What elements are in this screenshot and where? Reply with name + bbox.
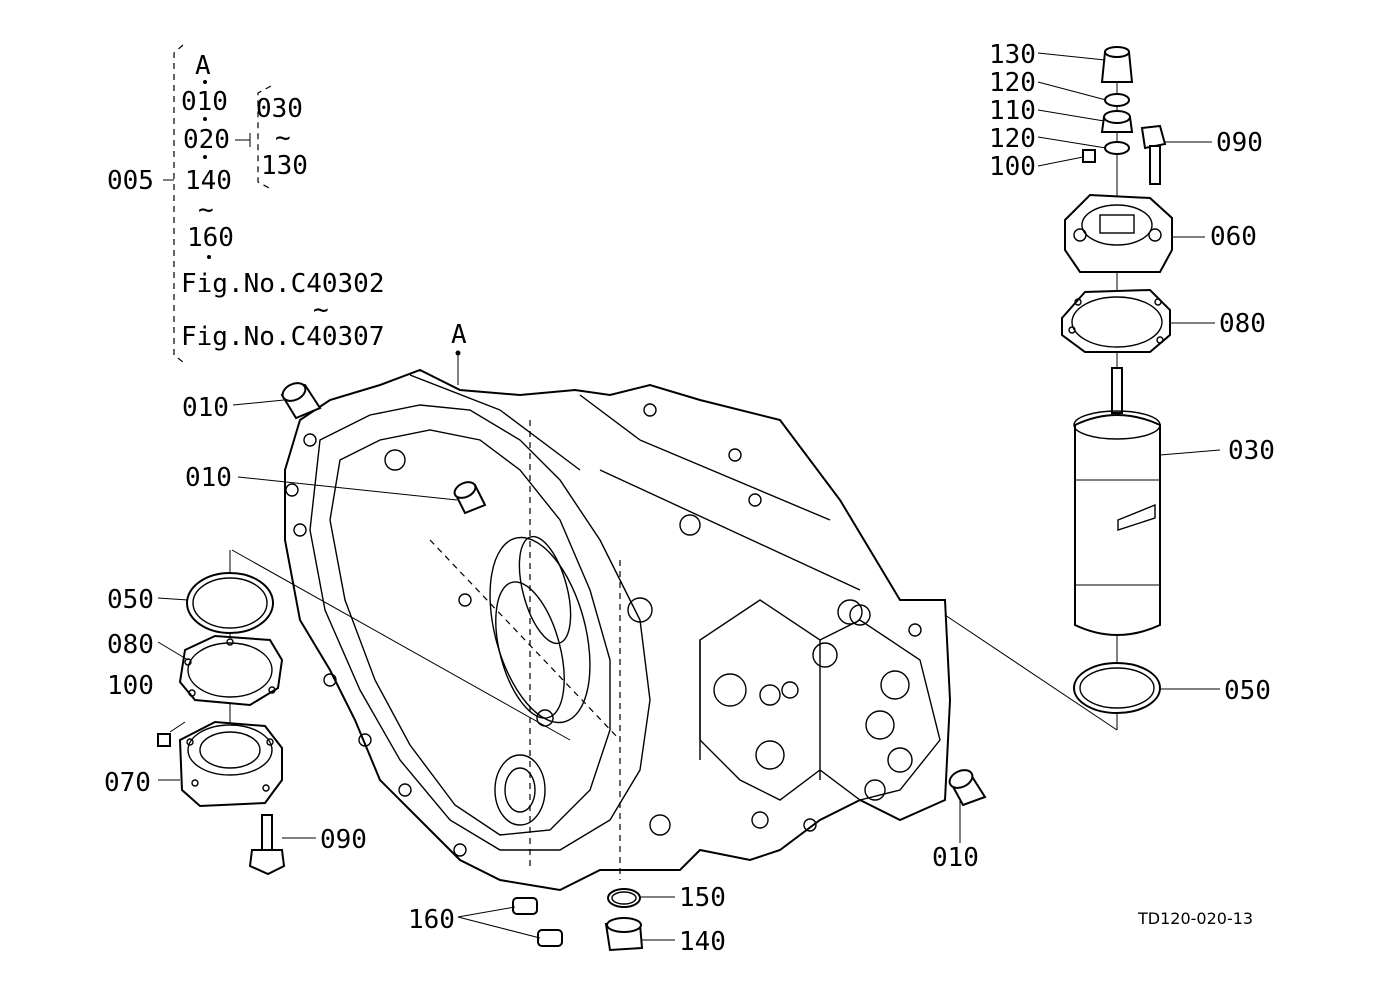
assembly-note: 005 A 010 020 140 ~ 160 030 ~ 130 Fig.No…	[107, 44, 385, 363]
callout-100-right: 100	[989, 152, 1036, 182]
fig-ref-tilde: ~	[313, 295, 329, 325]
fig-ref-end: Fig.No.C40307	[181, 322, 385, 352]
callout-080-left: 080	[107, 630, 154, 660]
bushings-010	[280, 382, 987, 807]
callout-160: 160	[408, 905, 455, 935]
callout-110: 110	[989, 96, 1036, 126]
housing-marker: A	[451, 320, 467, 385]
fig-ref-start: Fig.No.C40302	[181, 269, 385, 299]
callout-010-mid: 010	[185, 463, 232, 493]
callout-140: 140	[679, 927, 726, 957]
callout-010-right: 010	[932, 843, 979, 873]
housing-marker-label: A	[451, 320, 467, 350]
callout-120-a: 120	[989, 68, 1036, 98]
assembly-item-160: 160	[187, 223, 234, 253]
callout-050-left: 050	[107, 585, 154, 615]
drawing-code: TD120-020-13	[1137, 909, 1253, 928]
assembly-item-a: A	[195, 51, 211, 81]
callout-060: 060	[1210, 222, 1257, 252]
sub-item-130: 130	[261, 151, 308, 181]
callouts: 010 010 010 050 080 100 070 090 160 150 …	[104, 40, 1275, 957]
assembly-item-tilde: ~	[198, 195, 214, 225]
callout-010-top: 010	[182, 393, 229, 423]
bottom-plugs	[512, 888, 644, 952]
right-part-stack	[944, 46, 1173, 731]
callout-090-left: 090	[320, 825, 367, 855]
callout-090-right: 090	[1216, 128, 1263, 158]
leader-lines	[157, 52, 1221, 941]
callout-080-right: 080	[1219, 309, 1266, 339]
callout-070: 070	[104, 768, 151, 798]
left-part-stack	[157, 549, 571, 876]
callout-150: 150	[679, 883, 726, 913]
callout-120-b: 120	[989, 124, 1036, 154]
assembly-item-020: 020	[183, 125, 230, 155]
callout-030: 030	[1228, 436, 1275, 466]
callout-050-right: 050	[1224, 676, 1271, 706]
callout-130: 130	[989, 40, 1036, 70]
assembly-ref: 005	[107, 166, 154, 196]
callout-100-left: 100	[107, 671, 154, 701]
sub-item-030: 030	[256, 94, 303, 124]
transmission-housing	[284, 368, 952, 892]
assembly-item-010: 010	[181, 87, 228, 117]
assembly-item-140: 140	[185, 166, 232, 196]
sub-item-tilde: ~	[275, 123, 291, 153]
